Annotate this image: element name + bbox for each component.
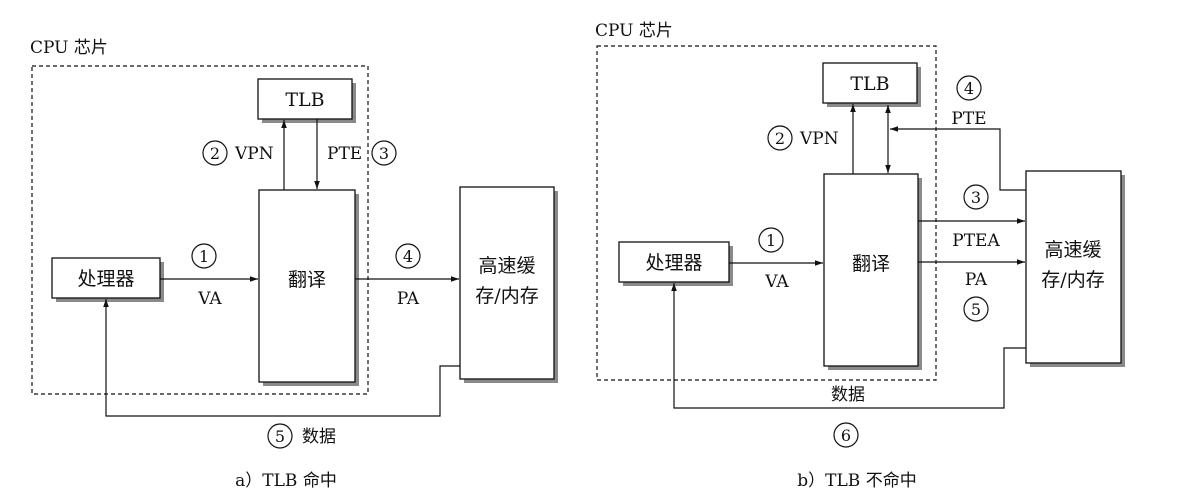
step-number-pte-b: 4 xyxy=(964,79,974,98)
step-circle-vpn-b xyxy=(767,125,793,151)
edge-label-vpn-a: VPN xyxy=(234,144,274,164)
step-circle-data-a xyxy=(267,423,293,449)
edge-data-b xyxy=(671,283,1026,409)
step-number-pa-a: 4 xyxy=(403,247,413,266)
step-circle-pa-a xyxy=(395,243,421,269)
edge-label-pa-b: PA xyxy=(965,270,988,290)
edge-label-va-b: VA xyxy=(764,272,789,292)
step-number-va-a: 1 xyxy=(199,247,209,266)
caption-a: a）TLB 命中 xyxy=(235,471,337,491)
step-circle-va-a xyxy=(191,243,217,269)
step-number-vpn-b: 2 xyxy=(775,129,785,148)
step-circle-va-b xyxy=(758,227,784,253)
step-number-va-b: 1 xyxy=(766,231,776,250)
diagram-tlb-hit: CPU 芯片 TLB 翻译 处理器 高速缓 存/内存 xyxy=(30,38,558,491)
step-number-data-a: 5 xyxy=(275,427,285,446)
step-number-pte-a: 3 xyxy=(379,144,389,163)
memory-label-line2-b: 存/内存 xyxy=(1041,269,1104,291)
processor-label-a: 处理器 xyxy=(77,268,134,290)
edge-label-data-a: 数据 xyxy=(302,427,336,447)
caption-b: b）TLB 不命中 xyxy=(797,471,916,491)
step-circle-pte-b xyxy=(956,75,982,101)
edge-label-vpn-b: VPN xyxy=(799,129,839,149)
step-circle-ptea-b xyxy=(963,184,989,210)
step-circle-vpn-a xyxy=(202,140,228,166)
chip-label-a: CPU 芯片 xyxy=(30,38,108,58)
processor-node-a: 处理器 xyxy=(51,257,164,302)
tlb-label-b: TLB xyxy=(850,73,889,95)
memory-label-line1-a: 高速缓 xyxy=(478,255,535,277)
edge-label-data-b: 数据 xyxy=(831,385,865,405)
memory-node-a: 高速缓 存/内存 xyxy=(459,186,558,383)
cpu-chip-boundary-b xyxy=(596,45,937,381)
edge-data-a xyxy=(103,299,460,417)
tlb-node-a: TLB xyxy=(257,78,356,123)
step-number-pa-b: 5 xyxy=(971,300,981,319)
edge-label-va-a: VA xyxy=(197,289,222,309)
translate-label-b: 翻译 xyxy=(852,253,890,275)
memory-label-line1-b: 高速缓 xyxy=(1044,239,1101,261)
processor-label-b: 处理器 xyxy=(645,252,702,274)
step-number-ptea-b: 3 xyxy=(971,188,981,207)
processor-node-b: 处理器 xyxy=(618,241,733,286)
diagram-tlb-miss: CPU 芯片 TLB 翻译 处理器 高速缓 存/内存 xyxy=(595,21,1125,491)
memory-label-line2-a: 存/内存 xyxy=(475,285,538,307)
step-circle-pa-b xyxy=(963,296,989,322)
translate-node-a: 翻译 xyxy=(258,189,359,386)
step-circle-data-b xyxy=(833,422,859,448)
memory-node-b: 高速缓 存/内存 xyxy=(1025,170,1125,367)
tlb-node-b: TLB xyxy=(822,62,921,107)
cpu-chip-boundary-a xyxy=(31,65,369,395)
step-circle-pte-a xyxy=(371,140,397,166)
translate-node-b: 翻译 xyxy=(823,173,922,370)
tlb-label-a: TLB xyxy=(285,89,324,111)
step-number-data-b: 6 xyxy=(841,426,851,445)
edge-label-pa-a: PA xyxy=(397,289,420,309)
chip-label-b: CPU 芯片 xyxy=(595,21,673,41)
edge-pte-b xyxy=(890,126,1026,191)
step-number-vpn-a: 2 xyxy=(210,144,220,163)
edge-label-ptea-b: PTEA xyxy=(952,231,1000,251)
translate-label-a: 翻译 xyxy=(288,269,326,291)
edge-label-pte-a: PTE xyxy=(327,144,362,164)
edge-label-pte-b: PTE xyxy=(951,109,986,129)
